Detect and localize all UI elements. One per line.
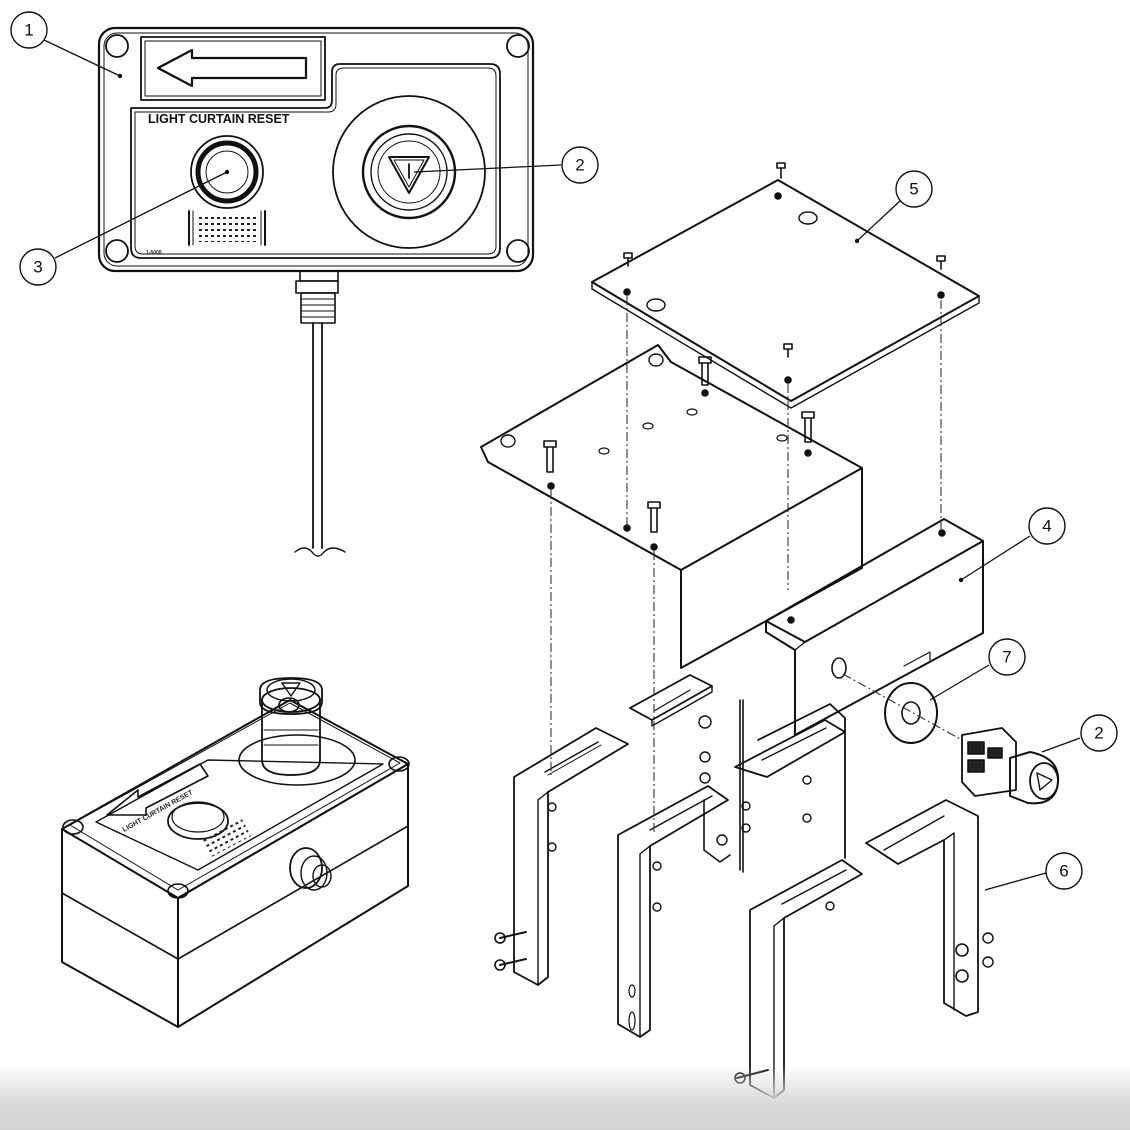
panel-label-text: LIGHT CURTAIN RESET (148, 112, 290, 126)
reset-button-ring (190, 135, 264, 209)
svg-text:7: 7 (1002, 648, 1011, 667)
panel-tiny-text: 1-5000 (146, 250, 162, 256)
box-arrow-icon (106, 763, 209, 816)
panel-hole-bl (105, 239, 129, 263)
svg-text:4: 4 (1042, 517, 1051, 536)
svg-text:2: 2 (575, 156, 584, 175)
panel-hole-br (506, 239, 530, 263)
svg-text:2: 2 (1094, 724, 1103, 743)
callout-3: 3 (19, 248, 57, 286)
callout-2-panel: 2 (561, 146, 599, 184)
panel-hole-tr (506, 34, 530, 58)
exploded-view (480, 162, 1060, 1099)
callout-leaders (43, 39, 1081, 891)
box-label-text: LIGHT CURTAIN RESET (122, 789, 195, 834)
bottom-fade-overlay (0, 1065, 1130, 1130)
leader-dots (117, 73, 964, 583)
arrow-icon (156, 48, 308, 88)
callout-2-exploded: 2 (1080, 714, 1118, 752)
isometric-enclosure-view (61, 677, 410, 1028)
estop-button (361, 124, 457, 220)
assembly-centerlines (550, 296, 963, 835)
estop-housing (332, 95, 486, 249)
svg-text:1: 1 (24, 21, 33, 40)
callout-4: 4 (1028, 507, 1066, 545)
washer (884, 682, 938, 744)
svg-text:3: 3 (33, 258, 42, 277)
svg-text:6: 6 (1059, 862, 1068, 881)
callout-5: 5 (895, 170, 933, 208)
front-panel-view (97, 26, 535, 557)
svg-text:5: 5 (909, 180, 918, 199)
callout-1: 1 (10, 11, 48, 49)
reset-button (195, 140, 259, 204)
grill-pattern (198, 214, 256, 242)
callout-7: 7 (988, 638, 1026, 676)
estop-triangle-icon (388, 156, 430, 194)
panel-hole-tl (105, 34, 129, 58)
callout-6: 6 (1045, 852, 1083, 890)
